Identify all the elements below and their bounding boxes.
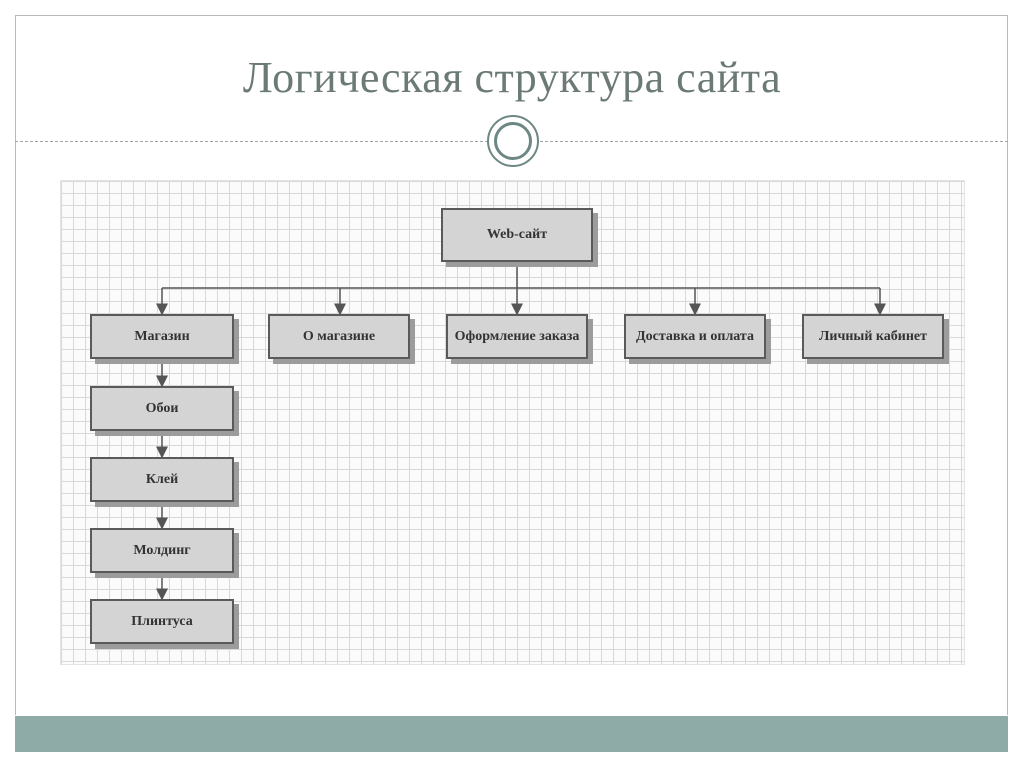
node-delivery-payment: Доставка и оплата (624, 314, 766, 359)
node-glue: Клей (90, 457, 234, 502)
footer-accent-band (15, 716, 1008, 752)
node-about-shop: О магазине (268, 314, 410, 359)
node-shop: Магазин (90, 314, 234, 359)
node-personal-account: Личный кабинет (802, 314, 944, 359)
slide-title: Логическая структура сайта (242, 53, 782, 102)
circle-ornament-icon (487, 115, 539, 167)
node-wallpaper: Обои (90, 386, 234, 431)
node-molding: Молдинг (90, 528, 234, 573)
node-website: Web-сайт (441, 208, 593, 262)
node-baseboards: Плинтуса (90, 599, 234, 644)
node-checkout: Оформление заказа (446, 314, 588, 359)
